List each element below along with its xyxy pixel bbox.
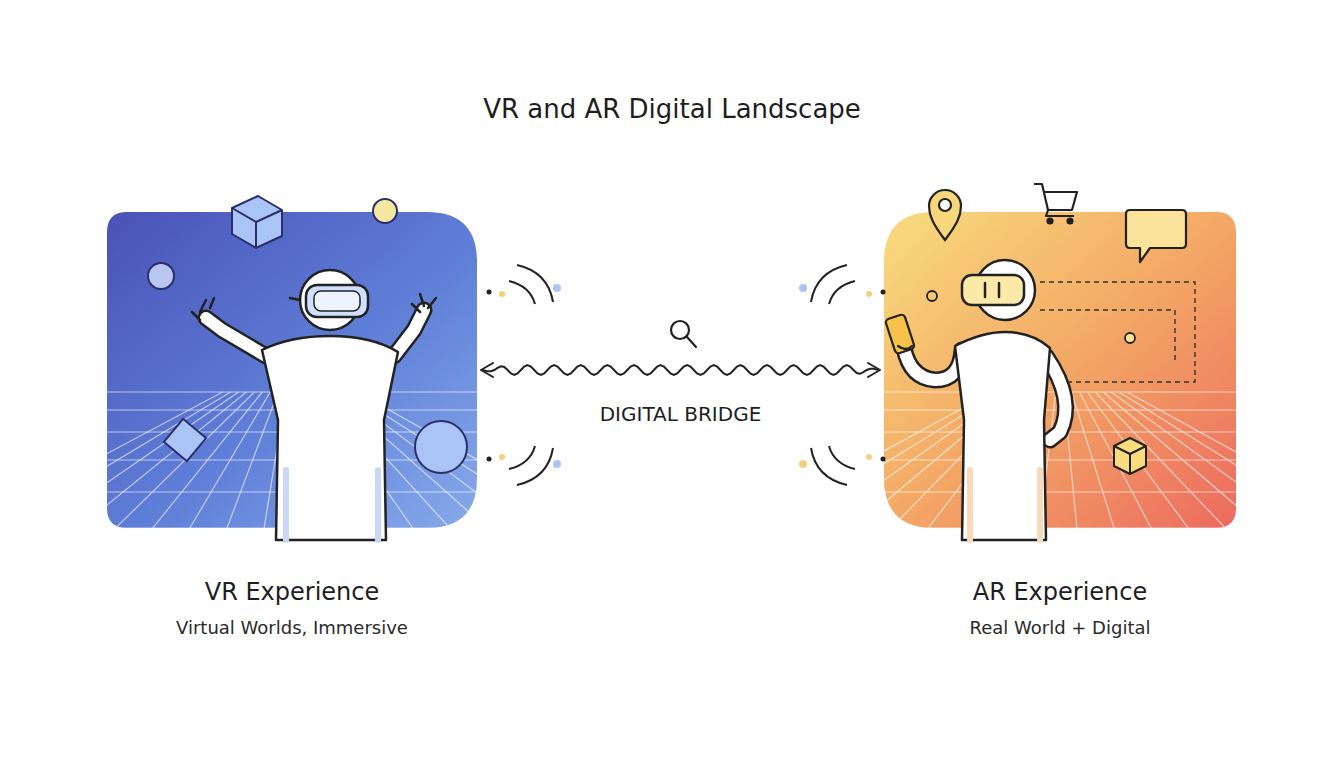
vr-cube <box>232 196 282 248</box>
wavy-line <box>481 365 880 375</box>
panel-subtitle: Real World + Digital <box>884 617 1236 640</box>
grid-line <box>884 527 1236 528</box>
experience-panel: VR ExperienceVirtual Worlds, Immersive <box>107 212 477 639</box>
diagram-title: VR and AR Digital Landscape <box>0 94 1344 124</box>
panel-heading: VR Experience <box>107 578 477 607</box>
panel-area <box>884 212 1236 528</box>
arrow-head <box>868 363 880 377</box>
digital-bridge-connector <box>481 363 880 377</box>
location-pin-icon <box>929 190 961 240</box>
grid-line <box>1119 392 1344 560</box>
grid-line <box>1095 392 1256 560</box>
grid-line <box>0 392 231 560</box>
grid-line <box>728 392 1000 560</box>
grid-line <box>884 491 1236 492</box>
grid-line <box>0 392 239 560</box>
magnifier-icon <box>671 321 696 347</box>
vr-orb <box>373 199 397 223</box>
ar-dot <box>1125 333 1135 343</box>
grid-line <box>39 392 246 560</box>
grid-line <box>349 392 611 560</box>
edge-label: DIGITAL BRIDGE <box>596 402 766 426</box>
signal-dots <box>487 284 886 468</box>
speech-bubble-icon <box>1126 210 1186 262</box>
grid-line <box>171 392 270 560</box>
ar-person <box>885 260 1066 540</box>
panel-subtitle: Virtual Worlds, Immersive <box>107 617 477 640</box>
arrow-head <box>481 363 493 377</box>
experience-panel: AR ExperienceReal World + Digital <box>884 212 1236 639</box>
grid-line <box>1079 392 1168 560</box>
vr-orb <box>148 263 174 289</box>
panel-heading: AR Experience <box>884 578 1236 607</box>
grid-line <box>127 392 262 560</box>
shopping-cart-icon <box>1034 184 1077 224</box>
grid-line <box>1072 392 1124 560</box>
ar-dashed-overlay <box>1040 282 1195 382</box>
panel-area <box>107 212 477 528</box>
ar-hex-cube <box>1114 438 1146 474</box>
grid-line <box>1103 392 1300 560</box>
grid-line <box>1087 392 1212 560</box>
grid-line <box>83 392 254 560</box>
signal-arcs <box>509 265 855 485</box>
ar-dot <box>927 291 937 301</box>
grid-line <box>215 392 278 560</box>
grid-line <box>1127 392 1344 560</box>
vr-person <box>192 270 436 540</box>
vr-sphere <box>415 421 467 473</box>
vr-diamond <box>164 419 206 461</box>
grid-line <box>1111 392 1344 560</box>
